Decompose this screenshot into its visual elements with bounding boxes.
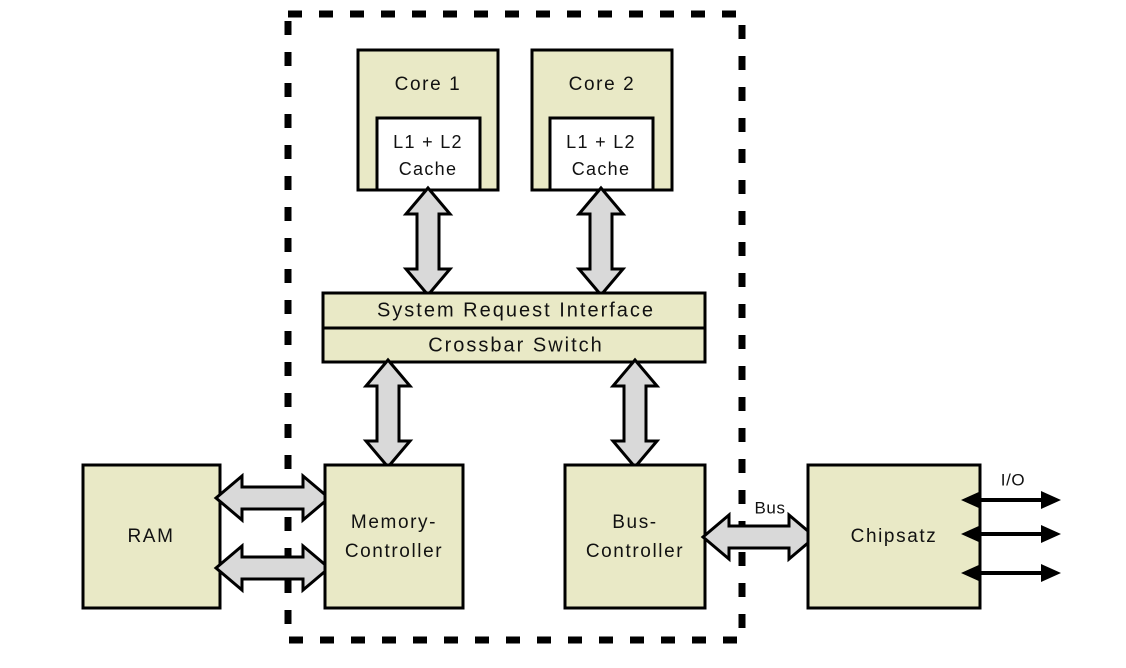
crossbar-box bbox=[321, 326, 707, 364]
busctl-label-line1: Bus- bbox=[612, 512, 657, 533]
connector-crossbar-to-busctl-arrow bbox=[609, 357, 661, 470]
io-line-1 bbox=[961, 491, 1061, 509]
chipset-block[interactable]: Chipsatz bbox=[806, 463, 982, 610]
ram-box bbox=[81, 463, 222, 610]
core1-cache-label-line1: L1 + L2 bbox=[393, 132, 463, 152]
bus-controller-block[interactable]: Bus- Controller bbox=[563, 463, 707, 610]
core2-block[interactable]: Core 2 L1 + L2 Cache bbox=[530, 48, 674, 192]
core1-cache-label-line2: Cache bbox=[399, 159, 458, 179]
chipset-label: Chipsatz bbox=[851, 526, 938, 547]
sri-label: System Request Interface bbox=[377, 299, 655, 321]
connector-core1-to-sri-arrow bbox=[402, 185, 454, 298]
crossbar-label: Crossbar Switch bbox=[428, 334, 604, 356]
cpu-die-dashed-boundary bbox=[284, 10, 746, 644]
system-request-interface-block[interactable]: System Request Interface bbox=[321, 291, 707, 330]
connector-ram-to-memctl-lower-arrow bbox=[213, 542, 332, 594]
core2-cache-box bbox=[548, 116, 655, 192]
memctl-label-line1: Memory- bbox=[351, 512, 437, 533]
memory-controller-block[interactable]: Memory- Controller bbox=[323, 463, 465, 610]
chipset-box bbox=[806, 463, 982, 610]
ram-block[interactable]: RAM bbox=[81, 463, 222, 610]
core2-cache-label-line1: L1 + L2 bbox=[566, 132, 636, 152]
busctl-box bbox=[563, 463, 707, 610]
bus-connector-label: Bus bbox=[754, 498, 785, 517]
connector-crossbar-to-memctl-arrow bbox=[362, 357, 414, 470]
ram-label: RAM bbox=[127, 526, 174, 547]
busctl-label-line2: Controller bbox=[586, 541, 684, 562]
core2-cache-label-line2: Cache bbox=[572, 159, 631, 179]
core2-label: Core 2 bbox=[569, 74, 636, 95]
core1-block[interactable]: Core 1 L1 + L2 Cache bbox=[356, 48, 500, 192]
core1-label: Core 1 bbox=[395, 74, 462, 95]
memctl-label-line2: Controller bbox=[345, 541, 443, 562]
connector-core2-to-sri-arrow bbox=[575, 185, 627, 298]
connector-ram-to-memctl-upper-arrow bbox=[213, 472, 332, 524]
core1-cache-box bbox=[375, 116, 482, 192]
io-line-3 bbox=[961, 564, 1061, 582]
io-connector-label: I/O bbox=[1001, 470, 1025, 489]
crossbar-switch-block[interactable]: Crossbar Switch bbox=[321, 326, 707, 364]
connector-busctl-to-chipset-arrow bbox=[700, 511, 818, 563]
io-line-2 bbox=[961, 525, 1061, 543]
memctl-box bbox=[323, 463, 465, 610]
